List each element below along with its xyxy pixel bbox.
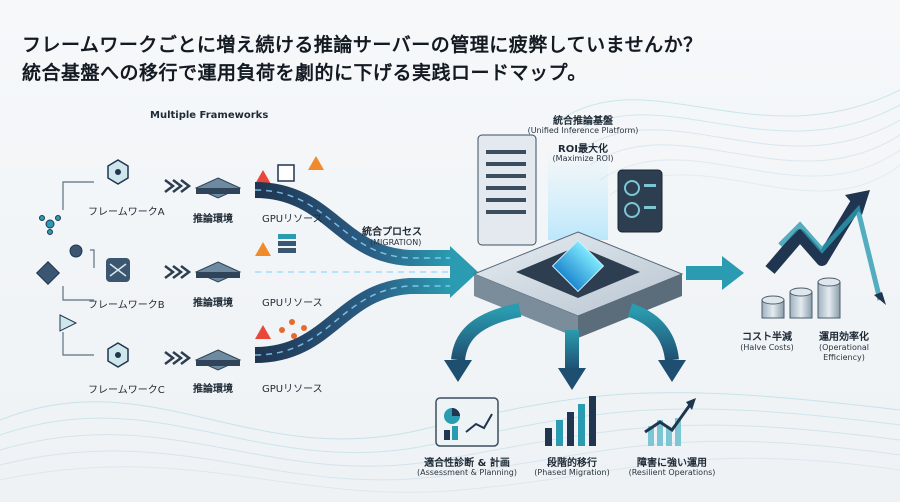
step-1-label-en: (Assessment & Planning): [416, 468, 518, 477]
chevrons-icon: [164, 265, 192, 279]
gear-icon: [69, 244, 83, 258]
network-node-icon: [45, 219, 55, 229]
cost-label-en: (Halve Costs): [740, 343, 794, 352]
platform-title-en: (Unified Inference Platform): [527, 126, 639, 135]
source-node-icons: [35, 215, 83, 332]
unified-platform: [472, 134, 684, 338]
processor-chip-icon: [551, 239, 605, 293]
warning-icon: [255, 242, 271, 256]
molecule-icon: [279, 319, 307, 339]
migration-label: 統合プロセス: [362, 227, 422, 238]
migration-arrow-icon: [450, 246, 478, 298]
growth-chart-icon: [765, 190, 886, 305]
step-2-label: 段階的移行: [547, 458, 597, 469]
framework-row-b: [106, 234, 296, 283]
chevrons-icon: [164, 179, 192, 193]
gpu-label-c: GPUリソース: [262, 384, 323, 395]
step-3-label: 障害に強い運用: [637, 458, 707, 469]
step-1-label: 適合性診断 & 計画: [424, 458, 510, 469]
env-label-b: 推論環境: [193, 298, 233, 309]
gpu-label-a: GPUリソース: [262, 214, 323, 225]
step-arrows: [444, 303, 686, 390]
roi-label: ROI最大化: [558, 144, 608, 155]
multiple-frameworks-label: Multiple Frameworks: [150, 110, 269, 121]
framework-a-label: フレームワークA: [88, 207, 165, 218]
warning-icon: [255, 170, 271, 184]
stack-icon: [278, 234, 296, 253]
migration-sublabel: (MIGRATION): [370, 238, 422, 247]
warning-icon-2: [308, 156, 324, 170]
efficiency-label-en-2: Efficiency): [823, 353, 865, 362]
chevrons-icon: [164, 351, 192, 365]
framework-c-label: フレームワークC: [88, 385, 165, 396]
roi-label-en: (Maximize ROI): [552, 154, 614, 163]
headline-line-1: フレームワークごとに増え続ける推論サーバーの管理に疲弊していませんか？: [22, 34, 703, 56]
efficiency-label-en-1: (Operational: [818, 343, 870, 352]
cost-label: コスト半減: [742, 332, 792, 343]
gpu-label-b: GPUリソース: [262, 298, 323, 309]
env-label-c: 推論環境: [193, 384, 233, 395]
dashboard-panel-icon: [617, 169, 663, 233]
platform-title: 統合推論基盤: [553, 116, 613, 127]
connector-lines: [62, 181, 95, 356]
env-label-a: 推論環境: [193, 214, 233, 225]
framework-row-c: [107, 319, 307, 371]
efficiency-label: 運用効率化: [819, 332, 869, 343]
phased-bars-icon: [545, 396, 596, 446]
assessment-icon: [435, 397, 499, 447]
chip-icon: [277, 164, 295, 182]
framework-row-a: [107, 156, 324, 199]
migration-flow: [254, 182, 478, 363]
step-2-label-en: (Phased Migration): [534, 468, 610, 477]
framework-b-label: フレームワークB: [88, 300, 165, 311]
warning-icon: [255, 325, 271, 339]
outcome-arrow: [686, 256, 744, 290]
cube-icon: [35, 260, 61, 286]
headline-line-2: 統合基盤への移行で運用負荷を劇的に下げる実践ロードマップ。: [22, 62, 587, 84]
triangle-network-icon: [59, 314, 78, 332]
step-3-label-en: (Resilient Operations): [628, 468, 716, 477]
resilient-chart-icon: [644, 398, 696, 446]
coins-icon: [761, 277, 841, 319]
